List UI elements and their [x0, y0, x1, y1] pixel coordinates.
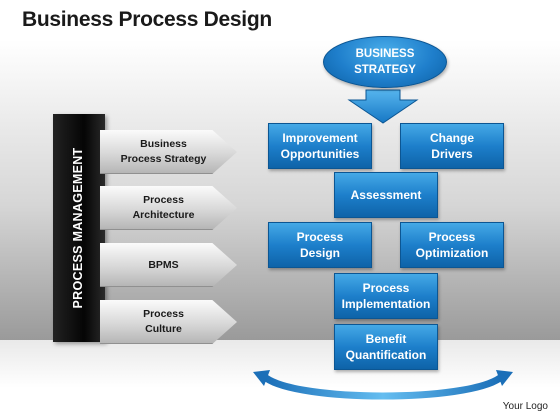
arrow-item-business-process-strategy: Business Process Strategy	[100, 130, 237, 174]
curved-double-arrow-icon	[262, 374, 504, 400]
process-optimization-box: Process Optimization	[400, 222, 504, 268]
change-drivers-box: Change Drivers	[400, 123, 504, 169]
assessment-box: Assessment	[334, 172, 438, 218]
arrow-item-bpms: BPMS	[100, 243, 237, 287]
down-arrow-icon	[347, 89, 419, 124]
arrow-item-label: Process Architecture	[132, 194, 195, 221]
process-management-bar	[53, 114, 105, 342]
business-strategy-ellipse: BUSINESS STRATEGY	[323, 36, 447, 88]
improvement-opportunities-box: Improvement Opportunities	[268, 123, 372, 169]
slide-title: Business Process Design	[22, 8, 272, 31]
arrow-item-label: BPMS	[148, 258, 179, 271]
benefit-quantification-box: Benefit Quantification	[334, 324, 438, 370]
curve-right-arrowhead-icon	[496, 370, 513, 386]
curve-left-arrowhead-icon	[253, 370, 270, 386]
arrow-item-process-architecture: Process Architecture	[100, 186, 237, 230]
process-design-box: Process Design	[268, 222, 372, 268]
arrow-item-label: Process Culture	[143, 308, 184, 335]
arrow-item-label: Business Process Strategy	[120, 138, 207, 165]
process-implementation-box: Process Implementation	[334, 273, 438, 319]
logo-text: Your Logo	[502, 401, 548, 412]
arrow-item-process-culture: Process Culture	[100, 300, 237, 344]
background-floor	[0, 340, 560, 420]
